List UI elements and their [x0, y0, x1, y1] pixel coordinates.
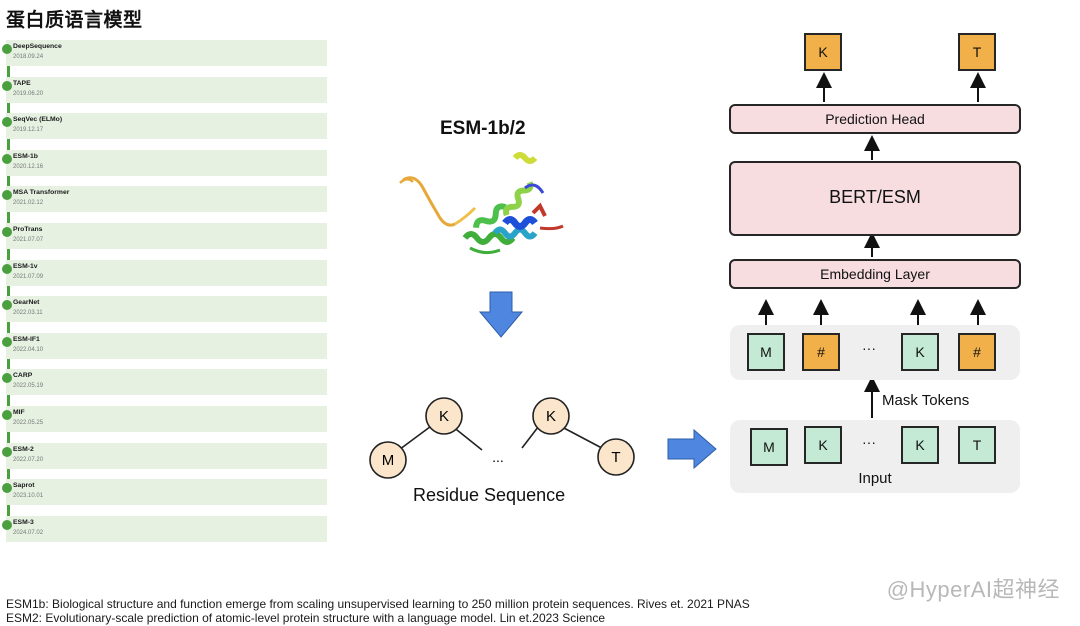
timeline-item: ProTrans 2021.07.07	[2, 223, 327, 249]
timeline-dot	[2, 117, 12, 128]
input-label: Input	[858, 470, 892, 487]
reference-esm2: ESM2: Evolutionary-scale prediction of a…	[6, 611, 605, 625]
timeline-item-date: 2022.07.20	[13, 456, 44, 463]
output-token: K	[804, 33, 842, 71]
timeline-item: ESM-IF1 2022.04.10	[2, 332, 327, 359]
timeline-item: TAPE 2019.06.20	[2, 76, 327, 103]
residue-node-label: K	[546, 408, 556, 425]
input-token: T	[958, 426, 996, 464]
bert-esm-box	[729, 161, 1021, 236]
timeline-item-date: 2023.10.01	[13, 493, 44, 500]
masked-token: M	[747, 333, 785, 371]
timeline-item: ESM-2 2022.07.20	[2, 442, 327, 469]
timeline-item-date: 2021.07.07	[13, 237, 44, 243]
timeline-item-date: 2024.07.02	[13, 529, 44, 536]
input-token: K	[901, 426, 939, 464]
timeline-dot	[2, 483, 12, 494]
embedding-layer-label: Embedding Layer	[820, 266, 930, 282]
timeline-item-name: ESM-1v	[13, 262, 38, 270]
residue-ellipsis: ...	[492, 449, 504, 465]
model-title: ESM-1b/2	[440, 118, 526, 139]
timeline-item: MSA Transformer 2021.02.12	[2, 186, 327, 213]
input-ellipsis: ···	[862, 434, 876, 450]
timeline-item-name: MIF	[13, 409, 25, 416]
down-arrow	[478, 291, 524, 338]
timeline-item-date: 2020.12.16	[13, 163, 44, 170]
timeline-item-name: MSA Transformer	[13, 189, 70, 197]
timeline-item: Saprot 2023.10.01	[2, 479, 327, 506]
timeline-item-name: SeqVec (ELMo)	[13, 116, 63, 124]
timeline-dot	[2, 153, 12, 164]
masked-ellipsis: ···	[862, 340, 876, 356]
embedding-layer-box	[729, 259, 1021, 289]
residue-sequence-label: Residue Sequence	[413, 485, 566, 505]
masked-token: #	[958, 333, 996, 371]
residue-node: K	[425, 397, 463, 435]
timeline-item-date: 2019.06.20	[13, 90, 44, 97]
timeline-item: GearNet 2022.03.11	[2, 296, 327, 323]
masked-token: K	[901, 333, 939, 371]
timeline-item: MIF 2022.05.25	[2, 406, 327, 432]
prediction-head-label: Prediction Head	[825, 111, 925, 127]
residue-node: T	[597, 438, 635, 476]
timeline-item: ESM-1v 2021.07.09	[2, 259, 327, 286]
residue-node-label: T	[611, 449, 620, 466]
mask-tokens-label: Mask Tokens	[882, 392, 970, 409]
timeline-item-name: ESM-2	[13, 445, 34, 453]
timeline-dot	[2, 263, 12, 274]
timeline-item: SeqVec (ELMo) 2019.12.17	[2, 113, 327, 140]
residue-sequence-graph: M K ... K T	[369, 397, 635, 479]
timeline-item-name: DeepSequence	[13, 43, 62, 50]
timeline-item-name: Saprot	[13, 482, 35, 490]
masked-token: #	[802, 333, 840, 371]
protein-structure-image	[399, 152, 564, 255]
timeline-dot	[2, 373, 12, 384]
timeline-item-name: GearNet	[13, 299, 40, 307]
residue-node-label: M	[382, 452, 395, 469]
timeline-item: CARP 2022.05.19	[2, 369, 327, 396]
timeline-item: DeepSequence 2018.09.24	[2, 40, 327, 66]
timeline-dot	[2, 446, 12, 457]
timeline-item-date: 2021.02.12	[13, 200, 44, 207]
timeline-dot	[2, 519, 12, 530]
timeline-item-name: ESM-1b	[13, 152, 38, 160]
timeline-item-name: ProTrans	[13, 226, 43, 233]
timeline-dot	[2, 410, 12, 420]
timeline-item-name: ESM-IF1	[13, 335, 40, 343]
timeline-item-name: ESM-3	[13, 518, 34, 526]
timeline-item: ESM-3 2024.07.02	[2, 515, 327, 542]
input-token: K	[804, 426, 842, 464]
timeline-item-date: 2022.03.11	[13, 310, 43, 317]
timeline-item-date: 2019.12.17	[13, 127, 44, 134]
page-title: 蛋白质语言模型	[6, 9, 143, 31]
timeline-item: ESM-1b 2020.12.16	[2, 149, 327, 176]
bert-esm-label: BERT/ESM	[829, 187, 921, 207]
timeline-item-date: 2018.09.24	[13, 54, 44, 60]
timeline-line	[7, 42, 10, 542]
right-arrow	[667, 428, 717, 470]
timeline-dot	[2, 300, 12, 311]
timeline-item-name: CARP	[13, 372, 33, 380]
timeline-item-name: TAPE	[13, 79, 31, 87]
residue-node-label: K	[439, 408, 449, 425]
reference-esm1b: ESM1b: Biological structure and function…	[6, 597, 750, 611]
timeline-item-date: 2022.05.19	[13, 383, 44, 390]
residue-node: M	[369, 441, 407, 479]
timeline-dot	[2, 80, 12, 91]
output-token: T	[958, 33, 996, 71]
timeline-dot	[2, 44, 12, 54]
input-token: M	[750, 428, 788, 466]
watermark: @HyperAI超神经	[886, 577, 1060, 602]
residue-node: K	[532, 397, 570, 435]
timeline-dot	[2, 336, 12, 347]
timeline-item-date: 2021.07.09	[13, 273, 44, 280]
timeline-item-date: 2022.05.25	[13, 420, 44, 426]
timeline-dot	[2, 190, 12, 201]
prediction-head-box	[729, 104, 1021, 134]
timeline-item-date: 2022.04.10	[13, 346, 44, 353]
timeline-dot	[2, 227, 12, 237]
